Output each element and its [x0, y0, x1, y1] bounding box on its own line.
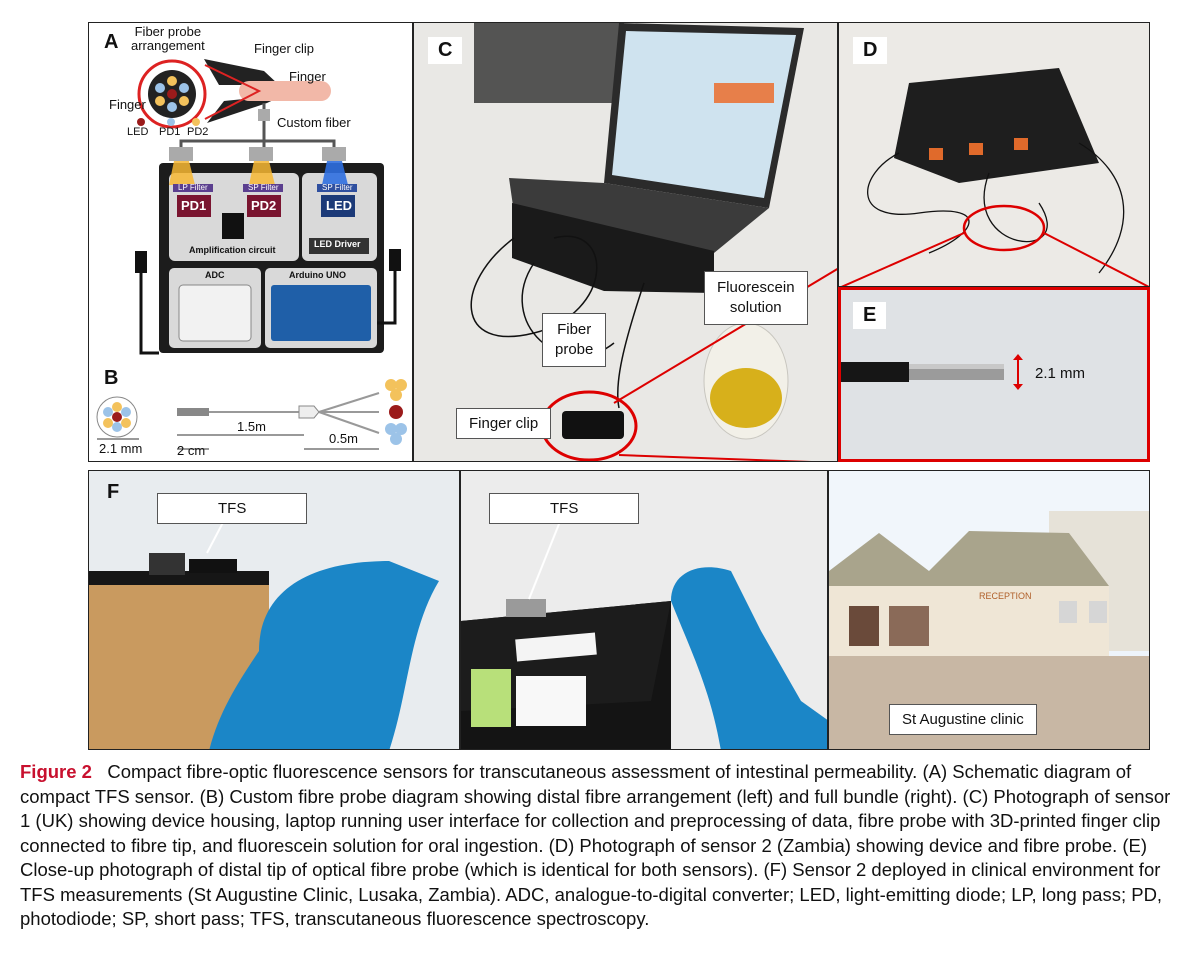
schematic-diagram: [96, 59, 407, 450]
caption-text: Compact fibre-optic fluorescence sensors…: [20, 761, 1171, 929]
panel-c-label: C: [428, 37, 463, 64]
led-label: LED: [326, 198, 352, 213]
patient-chair-1: [209, 561, 439, 749]
panel-d-illustration: [839, 23, 1149, 286]
amplifier-chip: [222, 213, 244, 239]
finger-clip-callout: Finger clip: [456, 408, 552, 439]
reception-sign: RECEPTION: [979, 591, 1032, 601]
panel-d-label: D: [853, 37, 888, 64]
patient-chair-2: [671, 567, 827, 749]
probe-jacket: [841, 362, 909, 382]
clinic-room-1: [89, 471, 459, 749]
led-driver-box: [309, 238, 369, 254]
panel-f-label: F: [107, 481, 120, 503]
clinic-exterior: [829, 471, 1149, 749]
pd2-box: [247, 195, 281, 217]
fiber-probe-arrangement-label: Fiber probe arrangement: [131, 24, 205, 53]
panel-b-label: B: [104, 367, 119, 389]
tfs-callout-1: TFS: [157, 493, 308, 524]
tip-diameter-label: 2.1 mm: [1035, 365, 1086, 382]
finger-label-top: Finger: [289, 69, 326, 84]
pd1-box: [177, 195, 211, 217]
fiber-probe-callout: Fiber probe: [542, 313, 607, 367]
sensor-device: [512, 203, 714, 293]
finger-clip-photo: [562, 411, 624, 439]
finger-shape: [239, 81, 331, 101]
length-2cm: 2 cm: [177, 443, 206, 458]
tfs-callout-2: TFS: [489, 493, 640, 524]
led-driver-label: LED Driver: [314, 239, 361, 249]
length-1-5m: 1.5m: [237, 419, 266, 434]
led-box: [321, 195, 355, 217]
amplification-label: Amplification circuit: [189, 245, 276, 255]
adc-module: [178, 284, 252, 342]
panel-e-illustration: [841, 290, 1147, 459]
panel-c-illustration: [414, 23, 837, 461]
finger-label-left: Finger: [109, 97, 146, 112]
legend-led: LED: [127, 126, 149, 138]
laptop-base: [509, 178, 769, 253]
pd1-label: PD1: [181, 198, 207, 213]
figure-caption: Figure 2 Compact fibre-optic fluorescenc…: [20, 760, 1185, 932]
panel-a-label: A: [104, 31, 119, 53]
panel-c-photo: C Fluorescein solution Fiber probe Finge…: [413, 22, 838, 462]
fluorescein-callout: Fluorescein solution: [704, 271, 808, 325]
diameter-label: 2.1 mm: [99, 441, 143, 456]
panel-f-photo-2: TFS: [460, 470, 828, 750]
arduino-label: Arduino UNO: [289, 270, 346, 280]
finger-clip-shape: [204, 59, 279, 85]
sp-filter-label-2: SP Filter: [322, 183, 353, 192]
pd2-label: PD2: [251, 198, 277, 213]
adc-label: ADC: [205, 270, 225, 280]
panel-e-photo: E 2.1 mm: [838, 287, 1150, 462]
panel-e-label: E: [853, 302, 887, 329]
custom-fiber-label: Custom fiber: [277, 115, 351, 130]
sp-filter-label-1: SP Filter: [248, 183, 279, 192]
finger-clip-label: Finger clip: [254, 41, 314, 56]
panel-a-b: A Fiber probe arrangement Finger clip Fi…: [88, 22, 413, 462]
lp-filter-label: LP Filter: [178, 183, 208, 192]
clinic-callout: St Augustine clinic: [889, 704, 1037, 735]
length-0-5m: 0.5m: [329, 431, 358, 446]
sensor-device-2: [894, 68, 1099, 183]
panel-d-photo: D: [838, 22, 1150, 287]
legend-pd1: PD1: [159, 126, 181, 138]
panel-f-photo-3: RECEPTION St Augustine clinic: [828, 470, 1150, 750]
figure-number: Figure 2: [20, 761, 92, 782]
panel-f-photo-1: F TFS: [88, 470, 460, 750]
clinic-roof: [829, 531, 1109, 591]
probe-ferrule: [177, 408, 209, 416]
arduino-board: [271, 285, 371, 341]
legend-pd2: PD2: [187, 126, 209, 138]
